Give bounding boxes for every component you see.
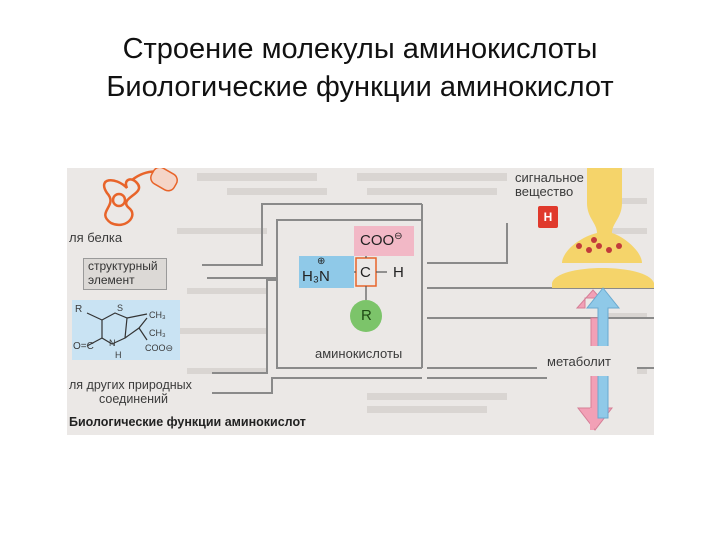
- beta-lactam-ring: [86, 312, 148, 347]
- figure-caption: Биологические функции аминокислот: [69, 415, 306, 429]
- amino-acid-functions-figure: ля белка структурный элемент R S CH₃ CH₃…: [67, 168, 654, 435]
- side-chain-label: R: [361, 307, 372, 324]
- arrow-down-shaft: [590, 408, 594, 430]
- molecule-bonds: [354, 256, 387, 300]
- protein-label: ля белка: [69, 230, 123, 245]
- ring-ch3-top-label: CH₃: [149, 310, 166, 320]
- ring-ch3-bottom-label: CH₃: [149, 328, 166, 338]
- carboxyl-text: COO: [360, 232, 395, 249]
- amino-charge: ⊕: [317, 256, 326, 267]
- title-line-1: Строение молекулы аминокислоты: [122, 33, 598, 65]
- other-compounds-line-2: соединений: [99, 392, 169, 406]
- hydrogen-label: H: [393, 264, 404, 281]
- carboxyl-charge: ⊖: [394, 231, 403, 242]
- other-compounds-line-1: ля других природных: [69, 378, 192, 392]
- ring-coo-label: COO⊖: [145, 343, 174, 353]
- amino-acids-label: аминокислоты: [315, 346, 403, 361]
- structural-element-line-2: элемент: [88, 273, 135, 287]
- ring-s-label: S: [117, 303, 124, 313]
- amino-box: [299, 256, 354, 288]
- signal-dots: [576, 237, 622, 253]
- alpha-carbon-label: C: [360, 264, 371, 281]
- metabolite-label-bg: [537, 346, 637, 376]
- metabolite-label: метаболит: [547, 354, 611, 369]
- amino-label: H₃N: [302, 268, 330, 285]
- structural-element-box: структурный элемент: [83, 258, 167, 290]
- background-texture: [177, 173, 647, 413]
- signal-badge: H: [538, 206, 558, 228]
- title-line-2: Биологические функции аминокислот: [106, 71, 614, 103]
- receptor-top: [562, 168, 642, 263]
- r-circle: [350, 300, 382, 332]
- ring-n-label: N: [109, 338, 116, 348]
- protein-tag: [150, 168, 178, 192]
- carboxyl-label: COO⊖: [360, 231, 403, 249]
- signal-label-line-1: сигнальное: [515, 170, 584, 185]
- carboxyl-box: [354, 226, 414, 256]
- receptor-bottom: [552, 268, 654, 288]
- structural-element-line-1: структурный: [88, 259, 158, 273]
- ring-oc-label: O=C: [73, 341, 94, 352]
- slide-title: Строение молекулы аминокислоты Биологиче…: [0, 30, 720, 106]
- ring-r-label: R: [75, 304, 83, 315]
- ring-h-label: H: [115, 350, 122, 360]
- figure-drawing: [72, 168, 654, 431]
- signal-label-line-2: вещество: [515, 184, 574, 199]
